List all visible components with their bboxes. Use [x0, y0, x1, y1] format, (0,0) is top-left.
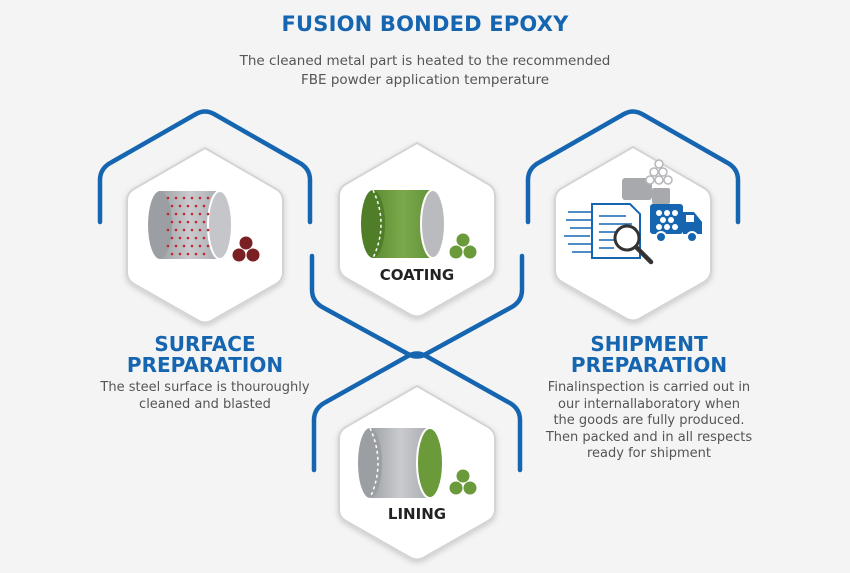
- shipment-text-line-1: Finalinspection is carried out in: [547, 380, 751, 395]
- blue-outline-surface: [97, 109, 313, 225]
- shipment-title-line-2: PREPARATION: [570, 353, 728, 377]
- blue-outline-lining: [311, 351, 523, 473]
- label-lining: LINING: [387, 505, 447, 523]
- blue-outline-coating: [309, 253, 525, 359]
- shipment-title-line-1: SHIPMENT: [590, 332, 708, 356]
- surface-text-line-2: cleaned and blasted: [139, 396, 271, 412]
- label-coating: COATING: [379, 266, 455, 284]
- inspection-truck-icon: [564, 159, 702, 265]
- page-title: FUSION BONDED EPOXY: [281, 12, 569, 36]
- coated-pipe-icon: [361, 189, 477, 259]
- surface-title-line-2: PREPARATION: [126, 353, 284, 377]
- surface-preparation-text: The steel surface is thouroughly cleaned…: [55, 380, 355, 413]
- shipment-text-line-5: ready for shipment: [587, 446, 711, 461]
- blue-outline-shipment: [525, 109, 741, 225]
- subtitle-line-2: FBE powder application temperature: [300, 72, 550, 88]
- page-subtitle: The cleaned metal part is heated to the …: [0, 52, 850, 90]
- blasted-pipe-icon: [148, 190, 260, 262]
- shipment-preparation-title: SHIPMENT PREPARATION: [499, 334, 799, 376]
- shipment-preparation-text: Finalinspection is carried out in our in…: [499, 380, 799, 463]
- shipment-text-line-4: Then packed and in all respects: [545, 429, 753, 445]
- surface-preparation-title: SURFACE PREPARATION: [55, 334, 355, 376]
- shipment-text-line-2: our internallaboratory when: [558, 396, 740, 412]
- surface-title-line-1: SURFACE: [154, 332, 256, 356]
- surface-text-line-1: The steel surface is thouroughly: [100, 380, 310, 395]
- shipment-text-line-3: the goods are fully produced.: [553, 413, 745, 428]
- lined-pipe-icon: [358, 427, 477, 499]
- subtitle-line-1: The cleaned metal part is heated to the …: [239, 53, 611, 69]
